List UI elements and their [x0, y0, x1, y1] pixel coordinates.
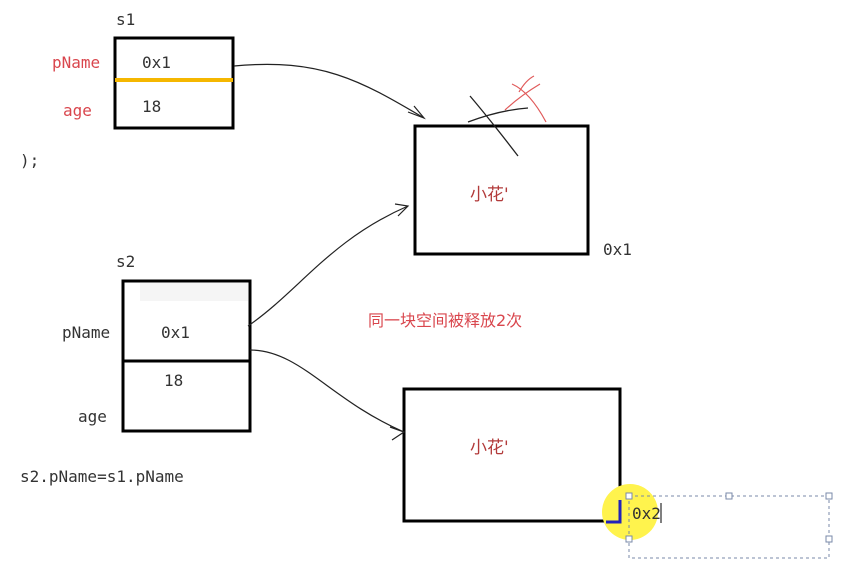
heap-block-2-address[interactable]: 0x2 — [632, 504, 661, 523]
s2-pname-value: 0x1 — [161, 323, 190, 342]
code-fragment: ); — [20, 151, 39, 170]
code-line: s2.pName=s1.pName — [20, 467, 184, 486]
heap-block-1 — [413, 124, 590, 256]
s1-struct-box — [113, 36, 235, 130]
selection-handle-tr[interactable] — [825, 492, 833, 500]
arrow-s2-to-block1 — [247, 205, 409, 327]
s2-age-value: 18 — [164, 371, 183, 390]
s1-age-label: age — [63, 101, 92, 120]
s2-pname-label: pName — [62, 323, 110, 342]
selection-handle-tm[interactable] — [725, 492, 733, 500]
s1-pname-label: pName — [52, 53, 100, 72]
scribble-mark-black — [467, 95, 529, 157]
heap-block-2 — [402, 387, 622, 523]
cursor-highlight — [602, 484, 658, 540]
selection-handle-ml[interactable] — [625, 535, 633, 543]
arrow-s1-to-block1 — [233, 63, 425, 119]
arrowhead-s1-to-block1 — [407, 105, 426, 120]
s2-struct-box — [121, 279, 252, 433]
selection-corner — [606, 500, 622, 524]
s2-erase-mark — [140, 283, 248, 301]
arrow-s2-to-block2 — [249, 349, 405, 433]
scribble-mark-red — [504, 75, 547, 123]
s1-pname-value: 0x1 — [142, 53, 171, 72]
text-selection-box[interactable] — [628, 495, 830, 559]
selection-handle-tl[interactable] — [625, 492, 633, 500]
heap-block-2-content: 小花' — [470, 438, 509, 458]
s1-age-value: 18 — [142, 97, 161, 116]
heap-block-1-content: 小花' — [470, 185, 509, 205]
selection-handle-mr[interactable] — [825, 535, 833, 543]
s2-age-label: age — [78, 407, 107, 426]
heap-block-1-address: 0x1 — [603, 240, 632, 259]
annotation-text: 同一块空间被释放2次 — [368, 311, 522, 330]
s1-label: s1 — [116, 10, 135, 29]
s2-label: s2 — [116, 252, 135, 271]
arrowhead-s2-to-block1 — [394, 203, 410, 217]
arrowhead-s2-to-block2 — [389, 426, 406, 441]
